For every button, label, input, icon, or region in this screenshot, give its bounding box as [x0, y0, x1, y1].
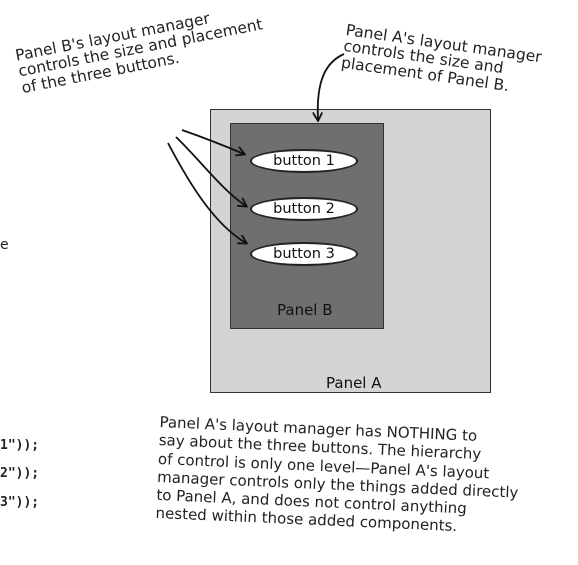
- panel-a-label: Panel A: [326, 374, 382, 392]
- code-fragment-1: 1"));: [0, 438, 40, 453]
- button-3[interactable]: button 3: [250, 242, 358, 266]
- arrow-to-button-3: [167, 142, 246, 243]
- arrow-to-button-2: [175, 136, 246, 206]
- arrow-to-button-1: [181, 129, 244, 154]
- code-fragment-2: 2"));: [0, 466, 40, 481]
- code-fragment-3: 3"));: [0, 495, 40, 510]
- cropped-text-fragment: e: [0, 237, 9, 253]
- arrow-to-panel-b: [318, 53, 345, 120]
- button-1[interactable]: button 1: [250, 149, 358, 173]
- hierarchy-annotation: Panel A's layout manager has NOTHING to …: [155, 413, 559, 540]
- panel-b-label: Panel B: [277, 301, 333, 319]
- button-2[interactable]: button 2: [250, 197, 358, 221]
